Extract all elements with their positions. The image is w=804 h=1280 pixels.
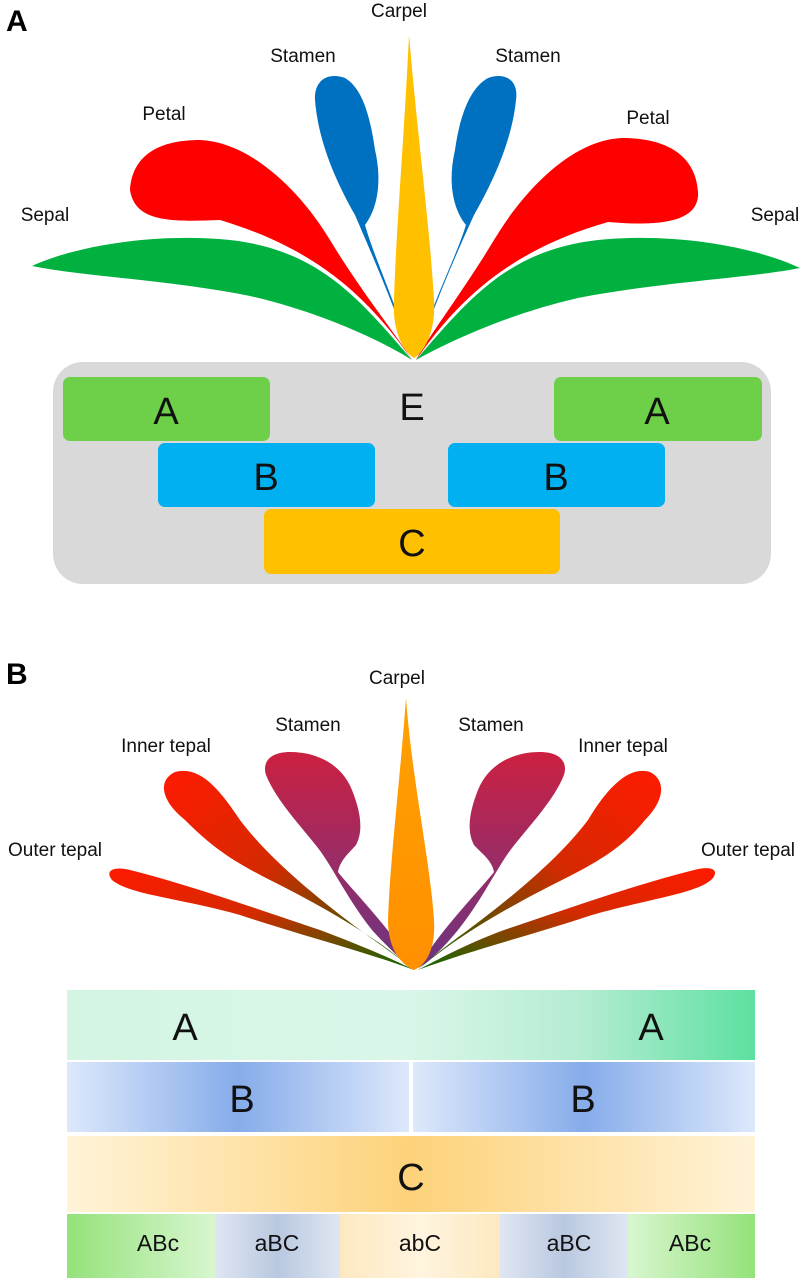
a-bar-left-label: A [172,1007,198,1049]
sepal-left-shape [32,237,412,360]
label-sepal-right: Sepal [751,205,800,226]
cell-4 [500,1214,628,1278]
label-stamen-left: Stamen [270,46,335,67]
sepal-right-shape [416,237,800,360]
cell-1-label: ABc [137,1230,179,1256]
stamen-left-shape [314,76,412,359]
c-box [264,509,560,574]
cell-2-label: aBC [255,1230,300,1256]
panel-a-letter: A [6,5,28,38]
b-bar-right [413,1062,755,1132]
label-petal-left: Petal [142,104,185,125]
cell-5 [628,1214,755,1278]
outer-tepal-right-shape [418,868,716,970]
cell-3 [340,1214,500,1278]
a-box-right [554,377,762,441]
cell-5-label: ABc [669,1230,711,1256]
c-bar [67,1136,755,1212]
b-box-left [158,443,375,507]
a-box-left-label: A [153,391,179,433]
label-sepal-left: Sepal [21,205,70,226]
cell-2 [215,1214,340,1278]
a-box-right-label: A [644,391,670,433]
stamen-right-shape [416,76,517,359]
e-label: E [399,387,424,429]
label-outer-tepal-left: Outer tepal [8,840,102,861]
inner-tepal-right-shape [418,770,662,970]
label-outer-tepal-right: Outer tepal [701,840,795,861]
label-petal-right: Petal [626,108,669,129]
b-box-right [448,443,665,507]
a-bar [67,990,755,1060]
b-bar-right-label: B [570,1079,595,1121]
carpel-b-shape [388,698,435,970]
label-carpel: Carpel [371,1,427,22]
petal-right-shape [416,138,699,360]
label-b-carpel: Carpel [369,668,425,689]
panel-b-letter: B [6,658,28,691]
c-box-label: C [398,523,425,565]
label-stamen-right: Stamen [495,46,560,67]
cell-1 [67,1214,215,1278]
stamen-b-left-shape [265,752,414,968]
label-b-stamen-left: Stamen [275,715,340,736]
b-box-right-label: B [543,457,568,499]
outer-tepal-left-shape [109,868,415,970]
a-bar-right-label: A [638,1007,664,1049]
label-inner-tepal-right: Inner tepal [578,736,668,757]
b-bar-left [67,1062,409,1132]
cell-4-label: aBC [547,1230,592,1256]
petal-left-shape [130,140,412,360]
c-bar-label: C [397,1157,424,1199]
label-inner-tepal-left: Inner tepal [121,736,211,757]
b-box-left-label: B [253,457,278,499]
inner-tepal-left-shape [163,770,414,970]
a-box-left [63,377,270,441]
carpel-shape [393,35,435,358]
cell-3-label: abC [399,1230,441,1256]
label-b-stamen-right: Stamen [458,715,523,736]
b-bar-left-label: B [229,1079,254,1121]
stamen-b-right-shape [418,752,565,968]
